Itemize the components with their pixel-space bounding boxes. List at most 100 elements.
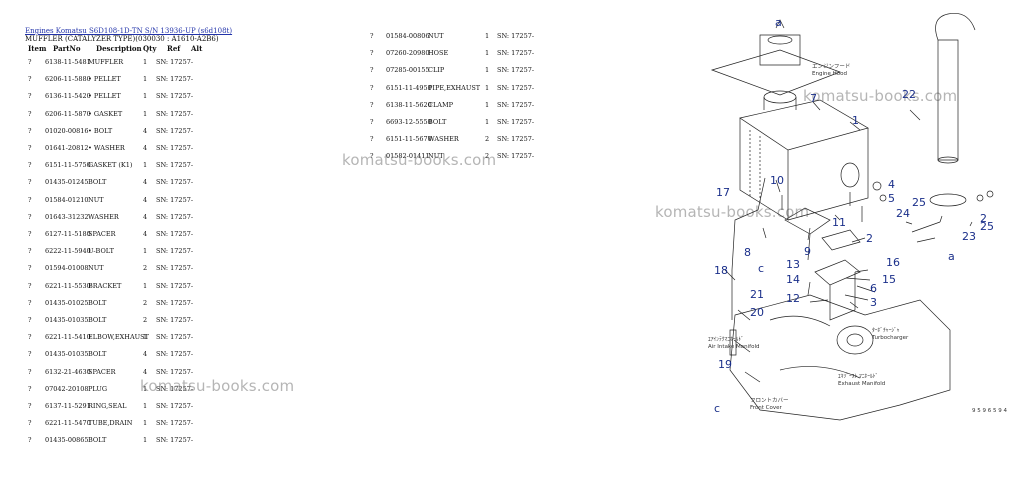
description-cell: CLAMP — [428, 100, 454, 109]
col-item: Item — [28, 44, 47, 53]
svg-text:c: c — [714, 402, 720, 415]
ref-cell: SN: 17257- — [156, 264, 194, 273]
item-cell: ? — [370, 49, 374, 58]
svg-text:10: 10 — [770, 174, 784, 187]
description-cell: • GASKET — [88, 109, 123, 118]
watermark: komatsu-books.com — [342, 151, 497, 169]
svg-text:2: 2 — [866, 232, 873, 245]
item-cell: ? — [28, 384, 32, 393]
ref-cell: SN: 17257- — [156, 402, 194, 410]
description-cell: BOLT — [428, 118, 447, 126]
partno-cell: 01584-01210 — [45, 195, 89, 204]
ref-cell: SN: 17257- — [497, 135, 535, 144]
item-cell: ? — [28, 281, 32, 290]
partno-cell: 6138-11-5481 — [45, 58, 91, 66]
svg-text:15: 15 — [882, 273, 896, 286]
col-alt: Alt — [191, 44, 203, 53]
partno-cell: 01594-01008 — [45, 264, 89, 273]
svg-text:ｴｷｿﾞｰｽﾄ ﾏﾆﾎｰﾙﾄﾞ: ｴｷｿﾞｰｽﾄ ﾏﾆﾎｰﾙﾄﾞ — [838, 373, 878, 380]
description-cell: NUT — [88, 264, 104, 273]
ref-cell: SN: 17257- — [497, 49, 535, 58]
qty-cell: 2 — [485, 135, 490, 144]
ref-cell: SN: 17257- — [156, 75, 194, 84]
item-cell: ? — [28, 178, 32, 187]
svg-text:a: a — [775, 16, 782, 29]
svg-text:25: 25 — [912, 196, 926, 209]
qty-cell: 1 — [143, 247, 148, 256]
svg-text:Engine Hood: Engine Hood — [812, 71, 847, 77]
description-cell: RING,SEAL — [88, 402, 127, 410]
partno-cell: 01435-00865 — [45, 436, 89, 445]
item-cell: ? — [370, 135, 374, 144]
svg-text:13: 13 — [786, 258, 800, 271]
svg-text:Exhaust Manifold: Exhaust Manifold — [838, 381, 885, 387]
item-cell: ? — [28, 212, 32, 221]
col-description: Description — [96, 44, 142, 53]
partno-cell: 6138-11-5620 — [386, 100, 432, 109]
qty-cell: 1 — [485, 49, 490, 58]
svg-text:6: 6 — [870, 282, 877, 295]
ref-cell: SN: 17257- — [156, 161, 194, 170]
item-cell: ? — [370, 66, 374, 75]
svg-text:25: 25 — [980, 220, 994, 233]
description-cell: PLUG — [88, 384, 108, 393]
item-cell: ? — [28, 247, 32, 256]
description-cell: BOLT — [88, 298, 107, 307]
partno-cell: 6221-11-5530 — [45, 281, 91, 290]
description-cell: BOLT — [88, 316, 107, 324]
description-cell: SPACER — [88, 367, 116, 376]
svg-text:21: 21 — [750, 288, 764, 301]
svg-text:11: 11 — [832, 216, 846, 229]
svg-text:9 5 9 6 5 9 4: 9 5 9 6 5 9 4 — [972, 408, 1007, 414]
ref-cell: SN: 17257- — [156, 109, 194, 118]
ref-cell: SN: 17257- — [156, 58, 194, 66]
partno-cell: 07042-20108 — [45, 384, 89, 393]
qty-cell: 1 — [143, 436, 148, 445]
item-cell: ? — [28, 75, 32, 84]
description-cell: • WASHER — [88, 144, 125, 152]
ref-cell: SN: 17257- — [156, 316, 194, 324]
partno-cell: 6132-21-4630 — [45, 367, 91, 376]
partno-cell: 6137-11-5291 — [45, 402, 91, 410]
svg-text:8: 8 — [744, 246, 751, 259]
description-cell: NUT — [428, 152, 444, 161]
item-cell: ? — [28, 126, 32, 135]
svg-text:19: 19 — [718, 358, 732, 371]
qty-cell: 1 — [143, 75, 148, 84]
ref-cell: SN: 17257- — [497, 100, 535, 109]
partno-cell: 07285-00155 — [386, 66, 430, 75]
item-cell: ? — [28, 298, 32, 307]
svg-text:22: 22 — [902, 88, 916, 101]
qty-cell: 4 — [143, 230, 148, 238]
item-cell: ? — [28, 92, 32, 101]
breadcrumb-link[interactable]: Engines Komatsu S6D108-1D-TN S/N 13936-U… — [25, 27, 233, 35]
partno-cell: 6151-11-4950 — [386, 83, 432, 92]
qty-cell: 1 — [485, 118, 490, 126]
description-cell: PIPE,EXHAUST — [428, 83, 481, 92]
watermark: komatsu-books.com — [140, 377, 295, 395]
partno-cell: 6693-12-5550 — [386, 118, 432, 126]
exploded-parts-diagram: 1 2 2 3 4 5 6 7 8 9 10 11 12 13 14 15 16… — [708, 13, 1007, 421]
partno-cell: 01641-20812 — [45, 144, 89, 152]
partno-cell: 6221-11-5470 — [45, 419, 91, 428]
ref-cell: SN: 17257- — [156, 247, 194, 256]
watermark: komatsu-books.com — [803, 87, 958, 105]
svg-text:3: 3 — [870, 296, 877, 309]
qty-cell: 2 — [485, 152, 490, 161]
ref-cell: SN: 17257- — [156, 212, 194, 221]
svg-text:24: 24 — [896, 207, 910, 220]
svg-text:ｴｱｲﾝﾃｸﾏﾆﾎｰﾙﾄﾞ: ｴｱｲﾝﾃｸﾏﾆﾎｰﾙﾄﾞ — [708, 336, 744, 343]
description-cell: GASKET (K1) — [88, 161, 133, 170]
qty-cell: 1 — [143, 109, 148, 118]
qty-cell: 4 — [143, 144, 148, 152]
qty-cell: 1 — [143, 333, 148, 342]
item-cell: ? — [28, 333, 32, 342]
qty-cell: 1 — [143, 58, 148, 66]
svg-text:23: 23 — [962, 230, 976, 243]
